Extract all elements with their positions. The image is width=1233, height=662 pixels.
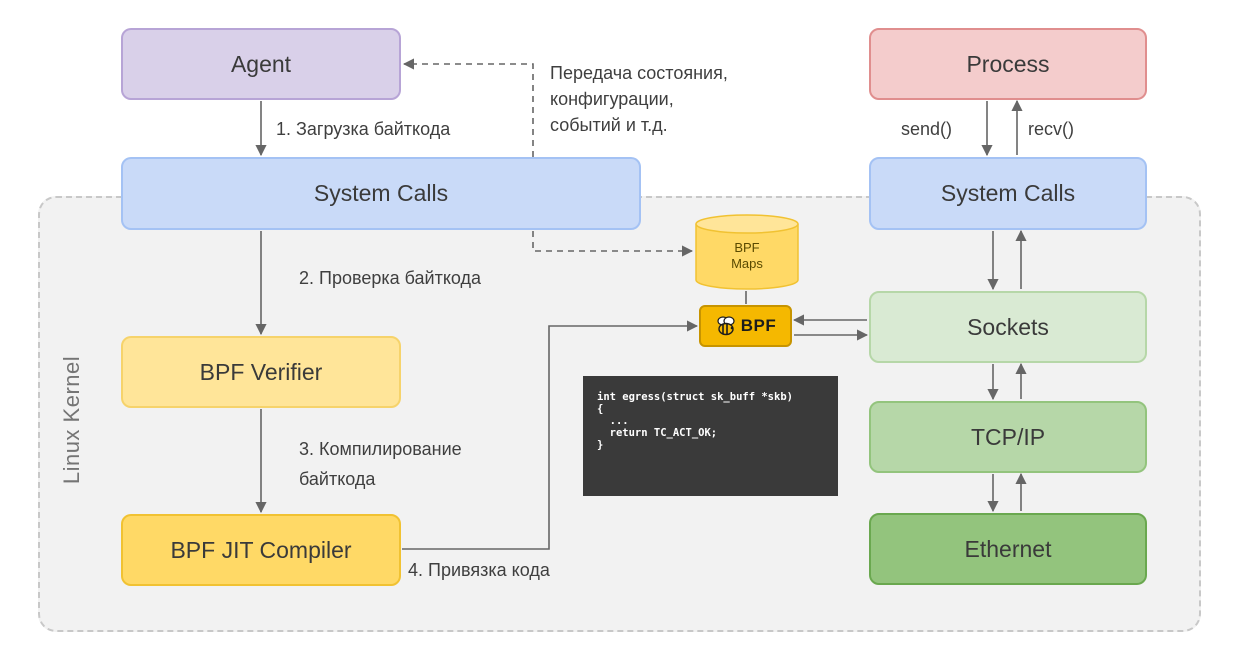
bpf-badge-text: BPF [740,316,777,335]
step3-label-line1: 3. Компилирование [299,439,462,459]
bpf-maps-cylinder [695,214,799,290]
dashed-arrow-to-agent [402,58,534,157]
code-snippet: int egress(struct sk_buff *skb) { ... re… [583,376,838,496]
state-label-line1: Передача состояния, [550,63,728,83]
bpf-verifier-box: BPF Verifier [121,336,401,408]
code-line: { [597,403,604,415]
sockets-box: Sockets [869,291,1147,363]
send-label: send() [901,119,953,139]
dashed-arrow-to-maps [532,231,694,257]
bpf-maps-line2: Maps [731,256,763,271]
state-label-line3: событий и т.д. [550,115,668,135]
bee-icon [717,316,735,336]
step3-label-line2: байткода [299,469,376,489]
system-calls-right-box: System Calls [869,157,1147,230]
arrow-jit-to-bpf [402,320,699,550]
bpf-maps-line1: BPF [734,240,760,255]
code-line: return TC_ACT_OK; [597,427,718,439]
bpf-maps-label: BPF Maps [694,240,800,272]
tcpip-box: TCP/IP [869,401,1147,473]
bpf-badge: BPF [699,305,792,347]
process-box: Process [869,28,1147,100]
recv-label: recv() [1028,119,1074,139]
agent-box: Agent [121,28,401,100]
step4-label: 4. Привязка кода [408,560,550,580]
step1-label: 1. Загрузка байткода [276,119,451,139]
code-line: } [597,439,604,451]
step2-label: 2. Проверка байткода [299,268,482,288]
code-line: int egress(struct sk_buff *skb) [597,391,793,403]
ethernet-box: Ethernet [869,513,1147,585]
state-label-line2: конфигурации, [550,89,674,109]
bpf-jit-compiler-box: BPF JIT Compiler [121,514,401,586]
code-line: ... [597,415,629,427]
system-calls-left-box: System Calls [121,157,641,230]
